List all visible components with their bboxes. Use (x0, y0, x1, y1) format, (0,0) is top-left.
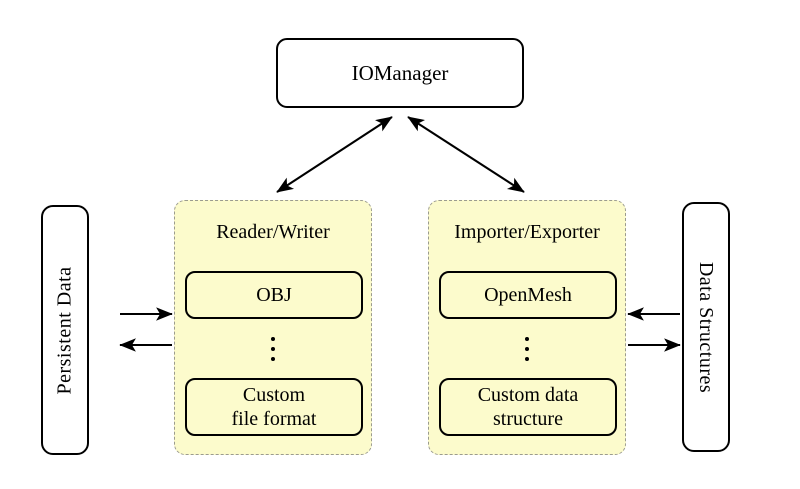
group-importer-exporter[interactable]: Importer/Exporter OpenMesh Custom data s… (428, 200, 626, 455)
leaf-custom-file-format-line1: Custom (242, 383, 306, 406)
leaf-openmesh-label: OpenMesh (484, 283, 572, 306)
group-reader-writer[interactable]: Reader/Writer OBJ Custom file format (174, 200, 372, 455)
ellipsis-importer-exporter (429, 331, 625, 361)
connector-manager-to-reader-writer (276, 116, 393, 193)
ellipsis-dot (271, 357, 275, 361)
leaf-obj-label: OBJ (256, 283, 292, 306)
ellipsis-dot (271, 347, 275, 351)
leaf-custom-data-structure-line2: structure (493, 408, 563, 430)
ellipsis-dot (525, 337, 529, 341)
node-persistent-data[interactable]: Persistent Data (41, 205, 89, 455)
node-persistent-data-label: Persistent Data (53, 265, 76, 395)
leaf-obj[interactable]: OBJ (185, 271, 363, 319)
leaf-custom-data-structure-label: Custom data structure (478, 383, 579, 432)
node-data-structures-label: Data Structures (695, 261, 718, 393)
connector-manager-to-importer-exporter (407, 116, 525, 193)
group-importer-exporter-title: Importer/Exporter (454, 221, 600, 243)
node-iomanager-label: IOManager (351, 60, 449, 85)
leaf-custom-data-structure-line1: Custom data (477, 383, 579, 406)
ellipsis-dot (525, 357, 529, 361)
leaf-custom-file-format[interactable]: Custom file format (185, 378, 363, 436)
leaf-custom-file-format-line2: file format (231, 408, 317, 430)
node-data-structures[interactable]: Data Structures (682, 202, 730, 452)
ellipsis-dot (525, 347, 529, 351)
leaf-custom-data-structure[interactable]: Custom data structure (439, 378, 617, 436)
group-reader-writer-title: Reader/Writer (216, 221, 330, 243)
node-iomanager[interactable]: IOManager (276, 38, 524, 108)
leaf-custom-file-format-label: Custom file format (232, 383, 317, 432)
ellipsis-reader-writer (175, 331, 371, 361)
leaf-openmesh[interactable]: OpenMesh (439, 271, 617, 319)
ellipsis-dot (271, 337, 275, 341)
